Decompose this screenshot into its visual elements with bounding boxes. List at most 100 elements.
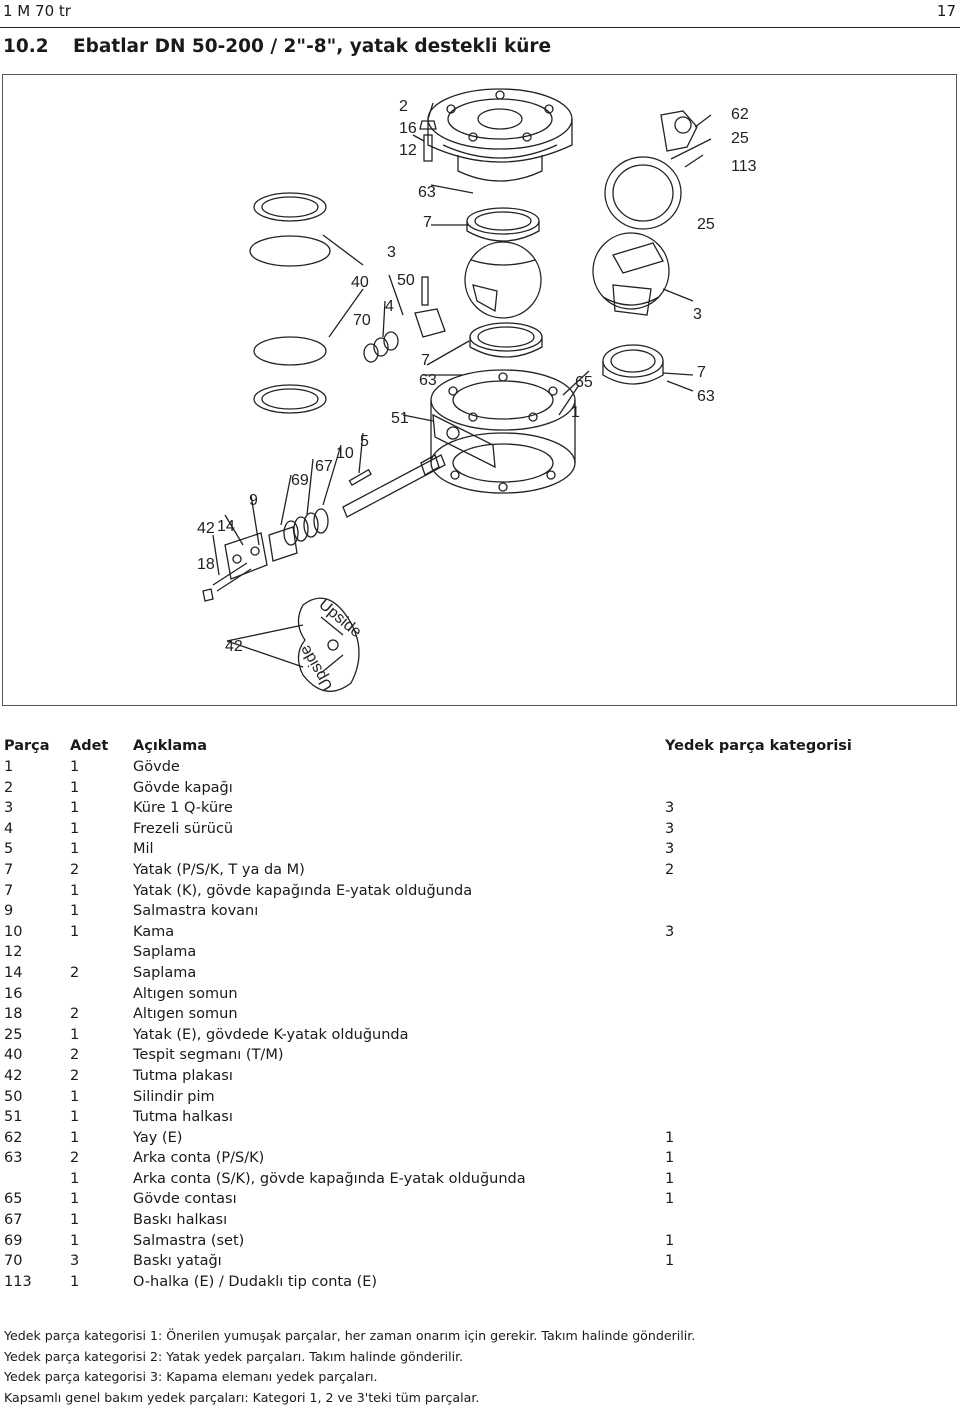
- page-number: 17: [936, 2, 956, 20]
- description: Gövde kapağı: [133, 779, 233, 796]
- section-number: 10.2: [3, 36, 49, 57]
- description: Yatak (P/S/K, T ya da M): [133, 861, 305, 878]
- part-callout: 63: [697, 388, 715, 405]
- part-callout: 70: [353, 312, 371, 329]
- part-callout: 63: [418, 184, 436, 201]
- description: Baskı halkası: [133, 1212, 228, 1229]
- quantity: 1: [70, 923, 80, 940]
- description: Arka conta (P/S/K): [133, 1150, 265, 1167]
- description: Mil: [133, 841, 154, 858]
- quantity: 1: [70, 820, 80, 837]
- part-callout: 40: [351, 274, 369, 291]
- quantity: 1: [70, 882, 80, 899]
- part-callout: 69: [291, 472, 309, 489]
- part-callout: 7: [697, 364, 706, 381]
- quantity: 2: [70, 964, 80, 981]
- note-line: Kapsamlı genel bakım yedek parçaları: Ka…: [4, 1390, 480, 1406]
- spare-category: 1: [665, 1191, 675, 1208]
- description: Baskı yatağı: [133, 1253, 222, 1270]
- part-number: 10: [4, 923, 23, 940]
- quantity: 3: [70, 1253, 80, 1270]
- part-number: 18: [4, 1006, 23, 1023]
- table-row: 9 1 Salmastra kovanı: [4, 903, 954, 924]
- part-number: 9: [4, 903, 14, 920]
- description: Gövde contası: [133, 1191, 237, 1208]
- part-number: 63: [4, 1150, 23, 1167]
- table-row: 70 3 Baskı yatağı 1: [4, 1253, 954, 1274]
- quantity: 1: [70, 1088, 80, 1105]
- quantity: 2: [70, 1047, 80, 1064]
- part-callout: 50: [397, 272, 415, 289]
- header-qty: Adet: [70, 738, 109, 754]
- part-number: 40: [4, 1047, 23, 1064]
- note-line: Yedek parça kategorisi 3: Kapama elemanı…: [4, 1369, 378, 1385]
- quantity: 2: [70, 1067, 80, 1084]
- part-callout: 7: [421, 352, 430, 369]
- quantity: 1: [70, 1170, 80, 1187]
- description: O-halka (E) / Dudaklı tip conta (E): [133, 1273, 378, 1290]
- description: Yay (E): [133, 1129, 183, 1146]
- section-title-text: Ebatlar DN 50-200 / 2"-8", yatak destekl…: [73, 36, 552, 57]
- part-callout: 25: [731, 130, 749, 147]
- description: Silindir pim: [133, 1088, 215, 1105]
- table-header: Parça Adet Açıklama Yedek parça kategori…: [4, 738, 954, 759]
- part-callout: 113: [731, 158, 757, 175]
- quantity: 2: [70, 1006, 80, 1023]
- description: Küre 1 Q-küre: [133, 800, 233, 817]
- part-number: 4: [4, 820, 14, 837]
- spare-category: 1: [665, 1129, 675, 1146]
- part-callout: 9: [249, 492, 258, 509]
- quantity: 1: [70, 903, 80, 920]
- part-callout: 5: [360, 433, 369, 450]
- spare-category: 3: [665, 800, 675, 817]
- note-line: Yedek parça kategorisi 2: Yatak yedek pa…: [4, 1348, 464, 1364]
- part-number: 2: [4, 779, 14, 796]
- description: Altıgen somun: [133, 985, 238, 1002]
- quantity: 1: [70, 779, 80, 796]
- header-category: Yedek parça kategorisi: [665, 738, 852, 754]
- description: Saplama: [133, 944, 197, 961]
- part-callout: 16: [399, 120, 417, 137]
- description: Salmastra (set): [133, 1232, 245, 1249]
- quantity: 1: [70, 1232, 80, 1249]
- page-header-left: 1 M 70 tr: [3, 2, 71, 20]
- description: Salmastra kovanı: [133, 903, 259, 920]
- spare-category: 2: [665, 861, 675, 878]
- part-number: 70: [4, 1253, 23, 1270]
- description: Altıgen somun: [133, 1006, 238, 1023]
- part-number: 67: [4, 1212, 23, 1229]
- part-number: 42: [4, 1067, 23, 1084]
- description: Tespit segmanı (T/M): [133, 1047, 284, 1064]
- description: Arka conta (S/K), gövde kapağında E-yata…: [133, 1170, 526, 1187]
- spare-category: 1: [665, 1253, 675, 1270]
- spare-category: 3: [665, 841, 675, 858]
- part-number: 65: [4, 1191, 23, 1208]
- part-number: 5: [4, 841, 14, 858]
- description: Yatak (E), gövdede K-yatak olduğunda: [133, 1026, 409, 1043]
- section-title: 10.2 Ebatlar DN 50-200 / 2"-8", yatak des…: [3, 36, 551, 57]
- part-callout: 25: [697, 216, 715, 233]
- parts-table: Parça Adet Açıklama Yedek parça kategori…: [4, 738, 954, 1294]
- quantity: 2: [70, 861, 80, 878]
- table-row: 18 2 Altıgen somun: [4, 1006, 954, 1027]
- part-number: 51: [4, 1109, 23, 1126]
- table-row: 1 Arka conta (S/K), gövde kapağında E-yat…: [4, 1171, 954, 1192]
- part-number: 12: [4, 944, 23, 961]
- header-desc: Açıklama: [133, 738, 208, 754]
- quantity: 1: [70, 1273, 80, 1290]
- part-number: 25: [4, 1026, 23, 1043]
- part-callout: 1: [571, 404, 580, 421]
- exploded-view-drawing: Upside Upside 21612622511363725350404703…: [197, 88, 757, 694]
